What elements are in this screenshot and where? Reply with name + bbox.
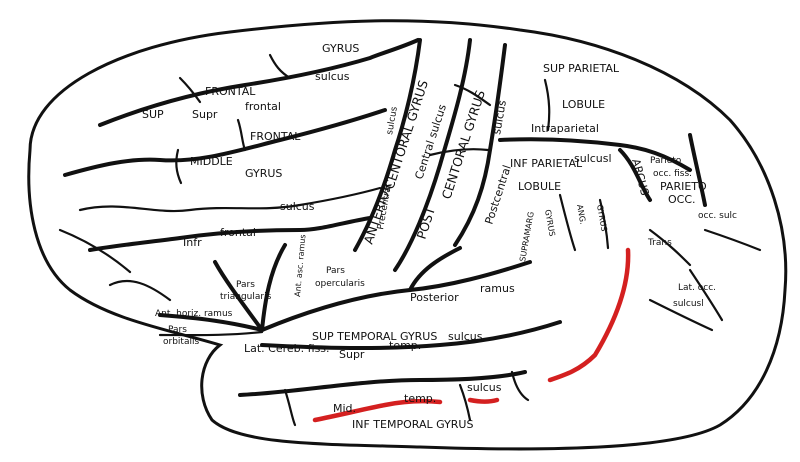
label-gyrus-mid: GYRUS [245,167,282,180]
red-sulcus-middle-temporal [312,398,443,423]
label-pars-opercularis-2: opercularis [315,279,365,289]
label-lat-occ-2: sulcusl [673,299,704,309]
label-sup-parietal: SUP PARIETAL [543,62,620,75]
label-frontal-infr: frontal [220,226,256,239]
label-lobule-sup: LOBULE [562,98,605,111]
label-pars-orbitalis-2: orbitalis [163,337,199,347]
label-pars-triangularis-1: Pars [236,280,255,290]
label-pars-triangularis-2: triangularis [220,292,272,302]
label-temp-upper: temp. [389,339,421,352]
red-sulcus-lateral-occipital [547,247,631,383]
label-supr-lower: Supr [339,348,365,361]
label-frontal-mid: FRONTAL [250,130,301,143]
frontal-sulci [58,38,420,337]
label-lobule-inf: LOBULE [518,180,561,193]
parietal-sulci [498,78,707,252]
label-pars-opercularis-1: Pars [326,266,345,276]
label-trans: Trans [647,238,672,248]
label-temp-lower: temp. [404,392,436,405]
label-mid: Mid. [333,402,356,415]
label-inf-parietal: INF PARIETAL [510,157,583,170]
label-parieto-occ-1: PARIETO [660,180,707,193]
label-inf-temporal-gyrus: INF TEMPORAL GYRUS [352,418,473,431]
label-parieto-occ-2: OCC. [668,193,696,206]
label-infr: Infr [183,236,202,249]
lateral-fissure [213,243,532,332]
label-frontal-lc: frontal [245,100,281,113]
label-sup-temporal-gyrus: SUP TEMPORAL GYRUS [312,330,437,343]
label-lat-cereb-fiss: Lat. Cereb. fiss. [244,342,330,355]
label-parieto-occ-fiss-2: occ. fiss. [653,169,692,179]
label-parieto-occ-fiss-1: Parieto [650,156,682,166]
brain-outline [27,19,788,451]
label-gyrus-top: GYRUS [322,42,359,55]
label-ramus: ramus [480,282,515,295]
label-ant-horiz-ramus: Ant. horiz. ramus [155,309,233,319]
label-ang: ANG. [575,204,587,225]
label-supr: Supr [192,108,218,121]
label-occ-sulc: occ. sulc [698,211,737,221]
central-sulci [353,38,507,272]
label-sulcus-infr: sulcus [280,200,315,213]
label-sulcus-postcentral: sulcus [490,99,509,136]
label-pars-orbitalis-1: Pars [168,325,187,335]
temporal-sulci [238,320,562,427]
label-frontal-top: FRONTAL [205,85,256,98]
red-sulcus-small-temporal [467,397,500,404]
label-middle: MIDDLE [190,155,233,168]
label-sulcus-intra: sulcusl [574,152,612,165]
label-lat-occ-1: Lat. occ. [678,283,716,293]
label-sulcus-precentral: sulcus [385,106,400,136]
label-sup: SUP [142,108,164,121]
label-intraparietal: Intraparietal [531,122,599,135]
label-posterior: Posterior [410,291,459,304]
label-sulcus-top: sulcus [315,70,350,83]
occipital-sulci [648,228,762,332]
label-sulcus-lower: sulcus [467,381,502,394]
label-sulcus-temp: sulcus [448,330,483,343]
